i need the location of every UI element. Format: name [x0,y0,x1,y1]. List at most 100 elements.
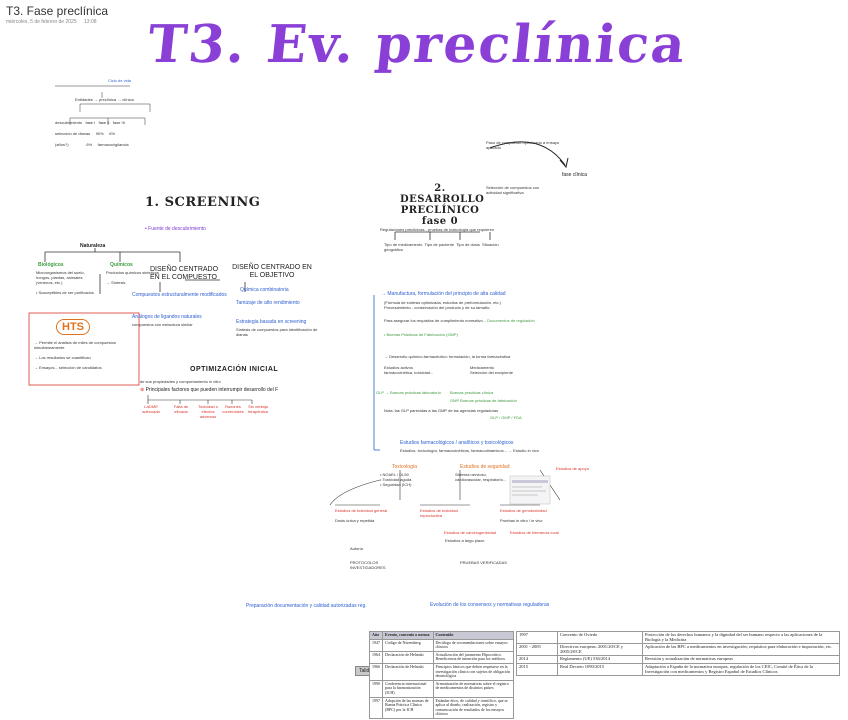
arrow-note: Paso de compuesto optimizado a ensayo ap… [486,140,560,150]
desarrollo-heading: 2. DESARROLLO PRECLÍNICO fase 0 [400,183,485,227]
table-row: 2001 - 2005 Directivas europeas: 2001/20… [516,643,840,657]
factor-3: Toxicidad o efectos adversos [197,404,218,419]
bpl-label: Buenas prácticas clínica [450,390,494,395]
gmp-label: GMP Buenas prácticas de fabricación [450,398,517,403]
manufactura-label: → Manufactura, formulación del principio… [381,291,506,297]
mini-diagram-detail: descubrimiento fase I fase II fase III s… [55,120,129,147]
table-row: 1947 Código de Núremberg Decálogo de rec… [369,638,515,652]
factor-1: LADME adecuada [142,404,160,414]
history-table-left: Año Evento, convenio o norma Contenido 1… [369,631,515,719]
history-table-right: 1997 Convenio de Oviedo Protección de lo… [516,630,840,677]
quimica-combinatoria: Química combinatoria [240,287,289,293]
screening-heading: 1. SCREENING [145,195,261,210]
mini-diagram-title: Ciclo de vida [108,78,131,83]
table-cell: Conferencia internacional para la harmon… [382,679,434,698]
fuente-descubrimiento: • Fuente de descubrimiento [145,226,206,232]
factor-5: Sin ventaja terapéutica [248,404,268,414]
table-cell: Adaptación a España de la normativa euro… [642,662,840,677]
table-cell: 2015 [516,662,558,677]
fase-clinica-label: fase clínica [562,172,588,178]
toxicologia-label: Toxicología [392,464,418,470]
page-title[interactable]: T3. Fase preclínica [6,4,109,18]
bottom-note-left: Preparación documentación y calidad auto… [246,603,367,609]
table-cell: Reglamento (UE) 536/2014 [557,655,643,664]
table-cell: Armonización de normativas sobre el regi… [432,679,515,698]
table-row: 1966 Declaración de Helsinki Principios … [369,662,515,681]
table-cell: Declaración de Helsinki [382,650,434,664]
principales-factores: ⊛ Principales factores que pueden interr… [140,387,279,393]
quimicos-label: Químicos [110,262,133,268]
page-meta: miércoles, 5 de febrero de 2025 13:08 [6,19,108,25]
hts-notes: → Permite el análisis de miles de compue… [34,340,116,370]
hts-badge: HTS [56,319,90,335]
table-cell: Principios básicos que deben respetarse … [432,662,515,681]
table-header: Evento, convenio o norma [382,631,434,640]
analogos-ligandos: Análogos de ligandos naturales [132,314,202,320]
table-cell: Actualización del juramento Hipocrático.… [432,650,515,664]
estudios-farmacologicos: Estudios farmacológicos / analíticos y t… [400,440,514,446]
table-cell: Directivas europeas: 2001/20/CE y 2005/2… [557,643,643,657]
table-cell: Adopción de las normas de Buena Práctica… [382,696,434,719]
table-cell: 1997 [516,630,558,645]
tox-tolerancia: Estudios de tolerancia local [510,530,559,535]
table-row: 1990 Conferencia internacional para la h… [369,679,515,698]
diseno-dirigido: DISEÑO CENTRADO EN EL OBJETIVO [232,264,312,279]
table-cell: 1964 [369,650,383,664]
regulatory-green: GLP / GMP / FDA [490,415,522,420]
table-row: 2014 Reglamento (UE) 536/2014 Revisión y… [516,655,840,664]
page-time: 13:08 [84,19,97,25]
regulatory-note: Nota: las GLP parecidas a las GMP de las… [384,408,499,413]
manufactura-notes: (Fórmula de síntesis optimizada, estudio… [384,300,501,310]
optimizacion-inicial: OPTIMIZACIÓN INICIAL [190,366,279,373]
biologicos-label: Biológicos [38,262,64,268]
bottom-note-right: Evolución de los consensos y normativas … [430,602,550,608]
desarrollo-analitico: → Desarrollo químico-farmacéutico: formu… [384,354,511,359]
tox-genotox: Estudios de genotoxicidad [500,508,547,513]
table-header: Año [369,631,383,640]
page-date: miércoles, 5 de febrero de 2025 [6,19,77,25]
estrategia-notes: Síntesis de compuestos para identificaci… [236,327,318,337]
table-cell: Decálogo de recomendaciones sobre ensayo… [432,638,515,652]
table-cell: Estándar ético, de calidad y científico,… [432,696,515,719]
table-cell: Aplicación de las BPC a medicamentos en … [642,643,840,657]
desarrollo-branches: Tipo de medicamento Tipo de paciente Tip… [384,242,499,252]
table-cell: 1990 [369,679,383,698]
quimicos-notes: Productos químicos sintéticos→ Síntesis [106,270,159,285]
seguridad-notes: Sistema nervioso, cardiovascular, respir… [455,472,507,482]
table-row: 2015 Real Decreto 1090/2015 Adaptación a… [516,662,840,677]
tox-general: Estudios de toxicidad general [335,508,388,513]
table-cell: Código de Núremberg [382,638,434,652]
naturaleza-label: Naturaleza [80,243,106,249]
biologicos-notes: Microorganismos del suelo, hongos, plant… [36,270,94,295]
tox-reproductiva: Estudios de toxicidad reproductiva [420,508,458,518]
estudios-seguridad: Estudios de seguridad [460,464,510,470]
factor-2: Falta de eficacia [173,404,189,414]
glp-label: GLP → Buenas prácticas laboratorio [376,390,441,395]
table-header: Contenido [432,631,515,640]
table-cell: Real Decreto 1090/2015 [557,662,643,677]
gmp-note: • Buenas Prácticas de Fabricación (GMP) [384,332,458,337]
table-cell: 1947 [369,638,383,652]
table-cell: Convenio de Oviedo [557,630,643,645]
note-header: T3. Fase preclínica miércoles, 5 de febr… [6,4,108,25]
optimizacion-notes: de sus propiedades y comportamiento in v… [140,379,221,384]
tox-genotox-notes: Pruebas in vitro / in vivo [500,518,543,523]
desarrollo-side-note: Selección de compuestos con actividad si… [486,185,540,195]
compuestos-modificados: Compuestos estructuralmente modificados [132,292,227,298]
carcino-notes: Estudios a largo plazo [445,538,485,543]
table-row: 1997 Convenio de Oviedo Protección de lo… [516,630,840,645]
pruebas-label: PRUEBAS VERIFICADAS [460,560,507,565]
estrategia-screening: Estrategia basada en screening [236,319,307,325]
tox-carcino: Estudios de carcinogenicidad [444,530,497,535]
toxicologia-notes: • NOAEL / DL50• Toxicidad aguda• Segurid… [380,472,412,487]
diseno-racional: DISEÑO CENTRADO EN EL COMPUESTO [150,266,219,281]
protocolos-label: PROTOCOLOS INVESTIGADORES [350,560,386,570]
tox-general-notes: Dosis única y repetida [335,518,375,523]
history-table-left-grid: Año Evento, convenio o norma Contenido 1… [369,631,515,719]
estudios-farm-notes: Estudios, toxicología, farmacocinéticos,… [400,448,539,453]
tamizaje-alto-rendimiento: Tamizaje de alto rendimiento [236,300,300,306]
table-row: 1964 Declaración de Helsinki Actualizaci… [369,650,515,664]
table-cell: Declaración de Helsinki [382,662,434,681]
